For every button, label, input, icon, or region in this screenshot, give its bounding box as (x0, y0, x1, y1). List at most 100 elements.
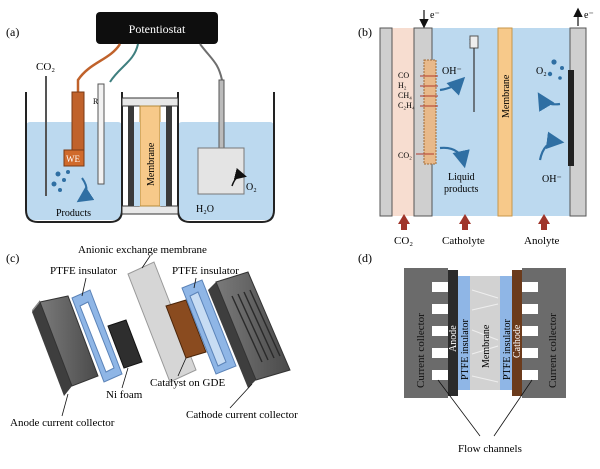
inflow-arrows-b (398, 214, 550, 230)
membrane-d-label: Membrane (481, 324, 492, 368)
bridge-liquid-left (134, 122, 140, 206)
leader-ptfe-right (193, 277, 197, 289)
membrane-d (470, 276, 500, 390)
leader-ptfe-left (81, 277, 87, 297)
gas-chamber (392, 28, 414, 216)
cathode-flux-arrows (416, 75, 438, 155)
ni-foam (107, 319, 143, 369)
anode-layer (448, 270, 458, 396)
panel-b: (b) Membrane e⁻ e⁻ RE CO H₂ CH₄ C₂H₄ CO₂… (358, 7, 594, 247)
o2-label-a: O₂ (246, 182, 257, 193)
ptfe-left-window (79, 301, 115, 373)
panel-label-c: (c) (6, 251, 19, 265)
oh-anode-label: OH⁻ (542, 174, 562, 185)
bridge-bottom (121, 205, 179, 215)
membrane-label-b: Membrane (501, 74, 512, 118)
bridge-left-wall (128, 106, 134, 206)
cc-left-label: Current collector (415, 313, 427, 388)
catalyst-label: Catalyst on GDE (150, 377, 225, 389)
oh-anode-arrow[interactable] (538, 131, 565, 161)
flow-field-c (231, 289, 281, 363)
anode-cc-top (32, 300, 40, 312)
left-plate-b (379, 27, 393, 217)
leader-membrane (141, 255, 151, 269)
anode-beaker (177, 92, 275, 223)
anolyte-chamber (512, 28, 570, 216)
ni-foam-label: Ni foam (106, 389, 143, 401)
flow-channels-right (522, 282, 538, 380)
membrane-b (497, 27, 513, 217)
panel-label-d: (d) (358, 251, 372, 265)
anionic-membrane-label: Anionic exchange membrane (78, 244, 207, 256)
electron-out-label: e⁻ (584, 10, 594, 21)
leader-anode-cc (61, 393, 69, 417)
we-label: WE (66, 154, 80, 164)
leader-catalyst (177, 357, 187, 377)
h2o-label-a: H₂O (196, 204, 214, 215)
o2-label-b: O₂ (536, 66, 547, 77)
liquid-products-arrow[interactable] (439, 146, 470, 169)
cathode-label: Cathode (512, 324, 523, 358)
leader-ni-foam (121, 367, 129, 389)
cathode-cc-label: Cathode current collector (186, 409, 298, 421)
catholyte-chamber (432, 28, 498, 216)
products-label: Products (56, 208, 91, 219)
oh-cathode-label: OH⁻ (442, 66, 462, 77)
bubbles-a (51, 170, 70, 192)
ptfe-left-d (458, 276, 470, 390)
wire-ce (199, 43, 223, 81)
reference-electrode (97, 83, 105, 185)
panel-d: (d) Current collector Anode PTFE insulat… (358, 251, 566, 455)
cathode-beaker (25, 92, 123, 223)
panel-label-b: (b) (358, 25, 372, 39)
anolyte-label: Anolyte (524, 235, 560, 247)
potentiostat-label: Potentiostat (129, 22, 186, 36)
membrane-texture-d (471, 289, 499, 383)
anode-cc-side (32, 302, 72, 396)
species-h2: H₂ (398, 81, 407, 90)
wire-we (76, 43, 122, 92)
catalyst-gde (165, 299, 207, 359)
o2-arrow-b[interactable] (537, 92, 561, 112)
species-co: CO (398, 71, 409, 80)
ptfe-right-d (500, 276, 512, 390)
panel-c: (c) Anionic exchange membrane PTFE insul… (6, 244, 298, 429)
flow-channels-left (432, 282, 448, 380)
cathode-cc-side (208, 282, 256, 388)
leader-cathode-cc (229, 383, 253, 409)
species-c2h4: C₂H₄ (398, 101, 415, 110)
wire-re (109, 43, 139, 83)
co2-inner-label: CO₂ (398, 151, 412, 160)
flow-channel-leaders (437, 379, 533, 437)
o2-arrow[interactable] (231, 168, 247, 187)
membrane-label-a: Membrane (146, 142, 157, 186)
ptfe-left-d-label: PTFE insulator (460, 318, 471, 380)
anode-catalyst-b (568, 70, 574, 166)
ptfe-right-label: PTFE insulator (172, 265, 239, 277)
ptfe-right-window (189, 291, 227, 367)
liquid-products-line1: Liquid (448, 172, 475, 183)
cc-right-label: Current collector (547, 313, 559, 388)
species-ch4: CH₄ (398, 91, 412, 100)
ptfe-right-d-label: PTFE insulator (502, 318, 513, 380)
liquid-products-line2: products (444, 184, 479, 195)
ptfe-left-label: PTFE insulator (50, 265, 117, 277)
products-arrow[interactable] (76, 177, 95, 203)
bridge-right-wall (166, 106, 172, 206)
reference-electrode-b (469, 35, 479, 49)
anode-cc-label: Anode current collector (10, 417, 115, 429)
panel-a: (a) Potentiostat Membrane CO₂ WE (6, 12, 275, 223)
o2-bubbles-b (547, 59, 564, 80)
co2-label-a: CO₂ (36, 61, 55, 73)
electron-in-label: e⁻ (430, 10, 440, 21)
membrane-c (127, 261, 197, 383)
catholyte-label: Catholyte (442, 235, 485, 247)
oh-cathode-arrow[interactable] (439, 76, 466, 96)
co2-bottom-label: CO₂ (394, 235, 413, 247)
we-plate (63, 149, 85, 167)
bridge-top (121, 97, 179, 107)
potentiostat-box (96, 12, 218, 44)
bridge-liquid-right (160, 122, 166, 206)
counter-electrode-mesh (197, 147, 245, 195)
